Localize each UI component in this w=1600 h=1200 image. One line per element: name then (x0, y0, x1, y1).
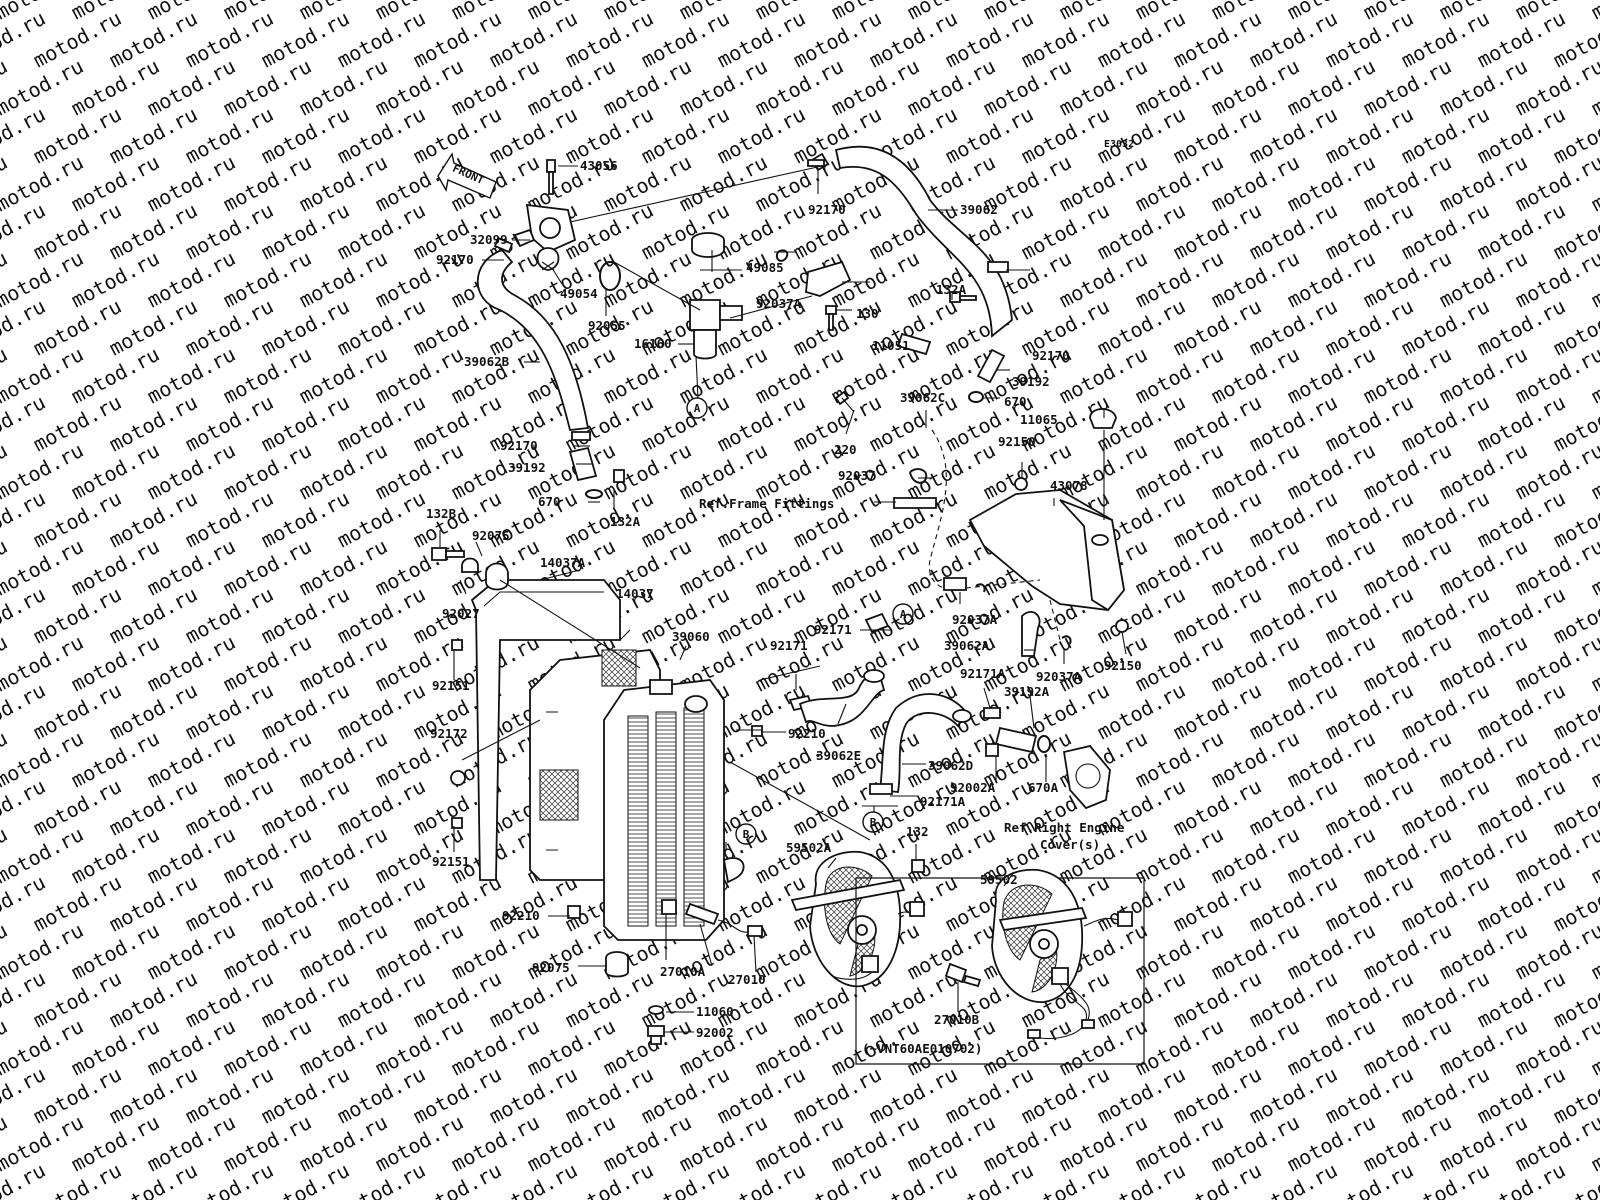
part-label: 39192 (1012, 374, 1050, 389)
part-label: 59502A (786, 840, 832, 855)
reservoir-group (893, 332, 1129, 657)
part-label: 92027 (442, 606, 480, 621)
part-label: 16160 (634, 336, 672, 351)
part-label: 132 (906, 824, 929, 839)
lower-hose-group (788, 612, 1111, 810)
part-label: 670 (1004, 394, 1027, 409)
part-label: 670A (1028, 780, 1059, 795)
part-label: 39062A (944, 638, 990, 653)
part-label: 92172 (430, 726, 468, 741)
part-label: 92055 (588, 318, 626, 333)
fan-59502a-group (790, 850, 925, 988)
watermark-text: motod.ru (1587, 0, 1600, 24)
part-label: 39192 (508, 460, 546, 475)
part-label: 92210 (788, 726, 826, 741)
part-label: 132B (426, 506, 457, 521)
callout-b-radiator-label: B (743, 828, 750, 841)
part-label: 11060 (696, 1004, 734, 1019)
part-label: 132A (936, 282, 967, 297)
part-label: 27010 (728, 972, 766, 987)
ref-engine-cover-line2: Cover(s) (1040, 837, 1100, 852)
part-label: 92171 (770, 638, 808, 653)
part-label: 132A (610, 514, 641, 529)
part-label: 27010A (660, 964, 706, 979)
part-label: 92037A (756, 296, 802, 311)
part-label: 59502 (980, 872, 1018, 887)
radiator-shroud-group (431, 547, 621, 881)
part-label: 92170 (1032, 348, 1070, 363)
part-label: 39062 (960, 202, 998, 217)
part-label: 130 (856, 306, 879, 321)
part-label: 92170 (808, 202, 846, 217)
part-label: 92150 (1104, 658, 1142, 673)
leader-lines (439, 165, 1127, 1033)
upper-hose-group (807, 145, 1013, 403)
part-label: 92171 (814, 622, 852, 637)
radiator-group (567, 679, 763, 1045)
callout-b-left-label: B (870, 816, 877, 829)
part-label: 92151 (432, 678, 470, 693)
callout-b-radiator: B (735, 823, 757, 845)
diagram-code: E3032 (1104, 139, 1134, 150)
part-label: 11051 (872, 338, 910, 353)
part-label: 670 (538, 494, 561, 509)
filler-neck-group (689, 232, 855, 413)
part-label: 49054 (560, 286, 598, 301)
part-label: 220 (834, 442, 857, 457)
ref-engine-cover-line1: Ref.Right Engine (1004, 820, 1125, 835)
callout-a-right-label: A (900, 608, 907, 621)
part-label: 92037A (1036, 669, 1082, 684)
part-label: 39062C (900, 390, 945, 405)
callout-a-top: A (686, 397, 708, 419)
part-label: 92171A (920, 794, 966, 809)
part-label: 92170 (436, 252, 474, 267)
part-label: 32099 (470, 232, 508, 247)
part-label: 39062B (464, 354, 510, 369)
part-label: 92037 (838, 468, 876, 483)
part-label: 92075 (472, 528, 510, 543)
part-label: 43078 (1050, 478, 1088, 493)
callout-b-left: B (862, 811, 884, 833)
part-label: 92037A (952, 612, 998, 627)
part-label: 14037A (540, 555, 586, 570)
part-label: 39062E (816, 748, 861, 763)
part-label: 92151 (432, 854, 470, 869)
part-label: 39060 (672, 629, 710, 644)
part-label: 43056 (580, 158, 618, 173)
part-label: 11065 (1020, 412, 1058, 427)
part-label: 92002 (696, 1025, 734, 1040)
part-label: 92002A (950, 780, 996, 795)
part-label: 92150 (998, 434, 1036, 449)
part-label: 27010B (934, 1012, 980, 1027)
part-label: 92075 (532, 960, 570, 975)
part-label: 92170 (500, 438, 538, 453)
part-labels: 43056 92170 39062 32099 92170 49054 9205… (426, 158, 1142, 1040)
ref-serial-range: (~VNT60AE010702) (862, 1041, 982, 1056)
part-label: 92171A (960, 666, 1006, 681)
part-label: 92210 (502, 908, 540, 923)
part-label: 39062D (928, 758, 973, 773)
thermostat-housing-group (476, 159, 625, 499)
callout-a-right: A (892, 603, 914, 625)
early-serial-inset (855, 868, 1145, 1065)
part-label: 49085 (746, 260, 784, 275)
ref-frame-fittings: Ref.Frame Fittings (699, 496, 834, 511)
callout-a-top-label: A (694, 402, 701, 415)
part-label: 39192A (1004, 684, 1050, 699)
part-label: 14037 (616, 586, 654, 601)
